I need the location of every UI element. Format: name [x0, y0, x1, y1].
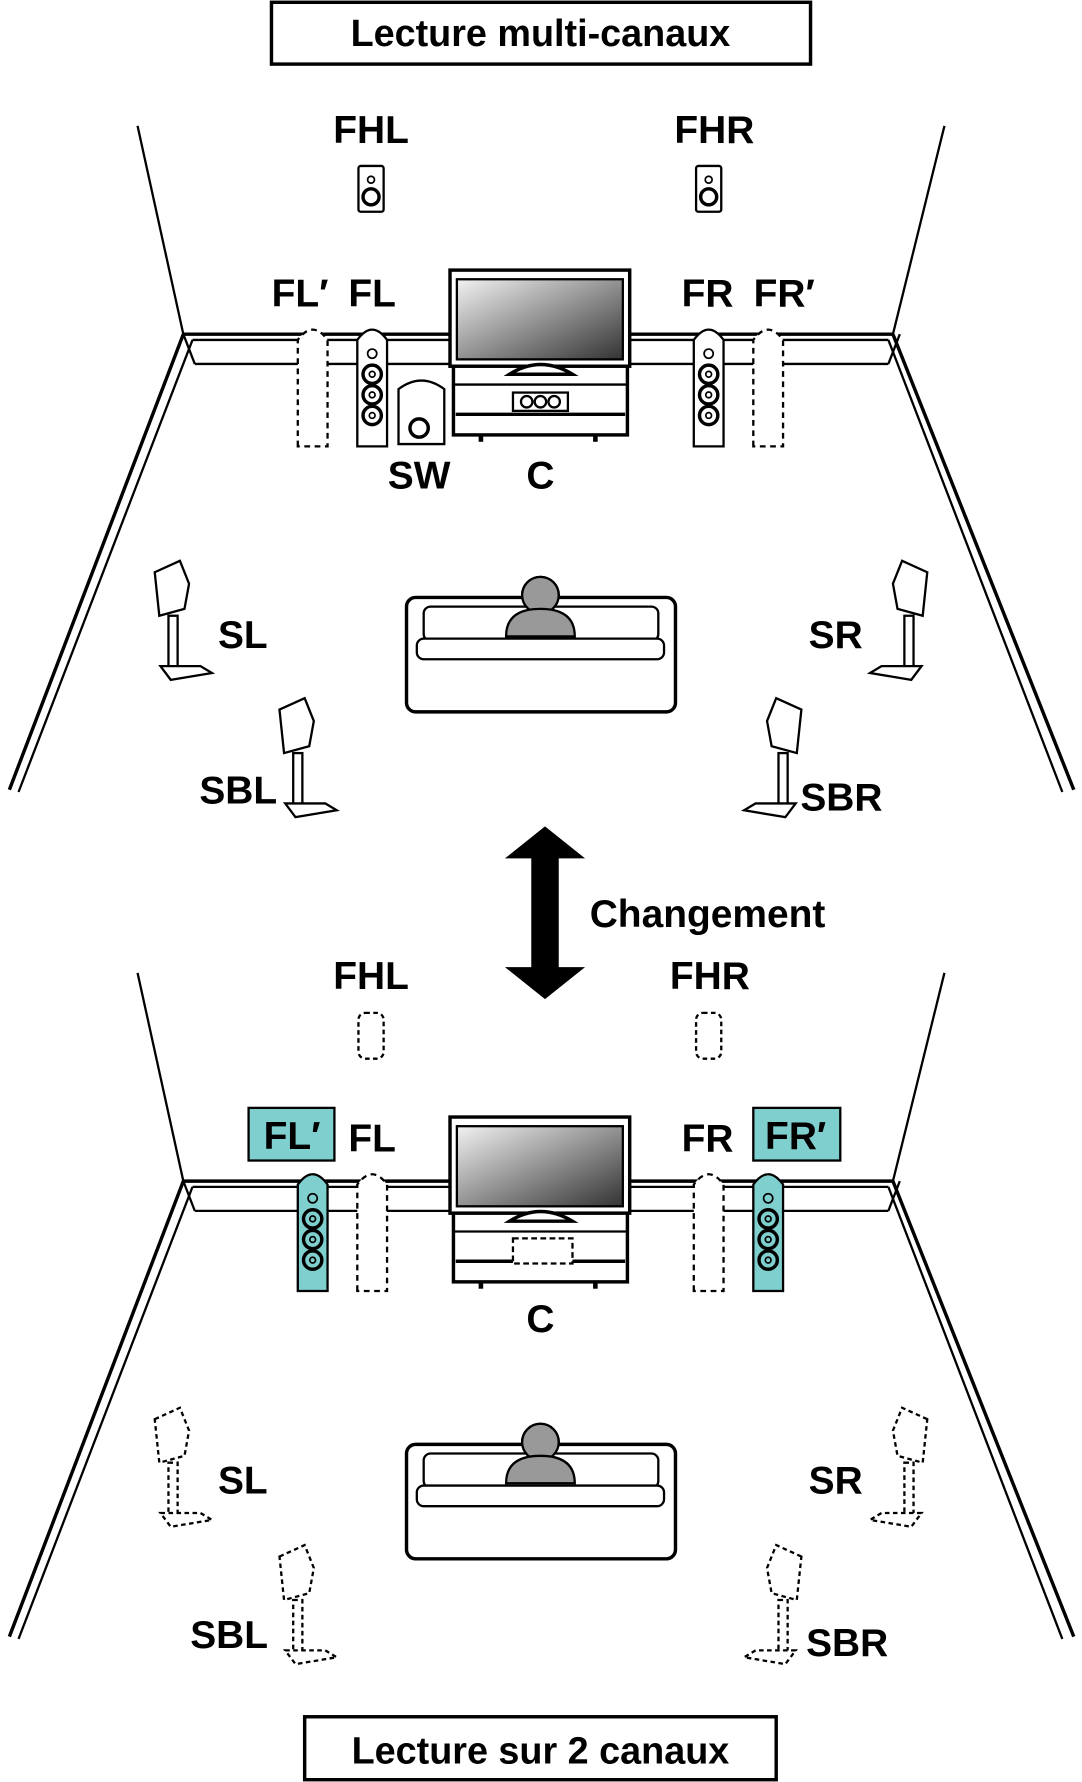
label-fhr: FHR — [670, 955, 750, 998]
speaker-fhr — [694, 1011, 723, 1060]
speaker-sbr — [740, 696, 803, 819]
label-sw: SW — [388, 455, 451, 498]
speaker-fr — [692, 328, 725, 448]
label-sr: SR — [809, 614, 863, 657]
label-fl: FL — [348, 1117, 396, 1160]
label-sl: SL — [218, 614, 268, 657]
speaker-fhl — [357, 1011, 385, 1060]
title-2channel: Lecture sur 2 canaux — [352, 1731, 730, 1773]
speaker-fl — [356, 328, 389, 448]
label-fl-prime: FL′ — [272, 273, 329, 316]
label-fr-prime-highlight-box — [752, 1106, 842, 1162]
center-speaker — [511, 1237, 574, 1265]
label-fr: FR — [682, 273, 734, 316]
switch-label: Changement — [590, 893, 826, 936]
speaker-fl-prime — [296, 1173, 329, 1293]
label-sbl: SBL — [199, 769, 277, 812]
label-sbr: SBR — [800, 776, 882, 819]
label-fr-prime: FR′ — [754, 273, 815, 316]
label-fl-prime: FL′ — [264, 1115, 321, 1158]
label-fhl: FHL — [333, 955, 409, 998]
center-speaker — [511, 391, 570, 413]
speaker-sl — [153, 1406, 216, 1529]
title-box-multichannel — [269, 0, 813, 66]
speaker-fr-prime — [752, 1173, 785, 1293]
tv-with-stand — [448, 268, 632, 442]
speaker-sbl — [278, 696, 340, 819]
speaker-sbl — [278, 1543, 340, 1666]
double-arrow-icon — [504, 826, 586, 1000]
label-c: C — [526, 1298, 554, 1341]
label-fhr: FHR — [674, 109, 754, 152]
title-multichannel: Lecture multi-canaux — [351, 13, 731, 55]
speaker-sl — [153, 559, 216, 682]
speaker-fl-prime — [296, 328, 329, 448]
tv-with-stand — [448, 1115, 632, 1289]
speaker-sw — [397, 379, 446, 446]
label-fr: FR — [682, 1117, 734, 1160]
speaker-sr — [866, 1406, 929, 1529]
label-fhl: FHL — [333, 109, 409, 152]
title-box-2channel — [302, 1715, 778, 1782]
speaker-sr — [866, 559, 929, 682]
speaker-fr-prime — [752, 328, 785, 448]
label-fl: FL — [348, 273, 396, 316]
label-sl: SL — [218, 1460, 268, 1503]
speaker-fr — [692, 1173, 725, 1293]
label-sbl: SBL — [190, 1614, 268, 1657]
speaker-fhl — [357, 164, 385, 213]
speaker-fl — [356, 1173, 389, 1293]
label-c: C — [526, 455, 554, 498]
label-sbr: SBR — [806, 1622, 888, 1665]
sofa-with-listener — [404, 1422, 678, 1561]
top-room-multichannel: FHL FHR FL′ FL FR FR′ SW C SL SR SBL SBR — [7, 109, 1076, 819]
bottom-room-2channel: FHL FHR FL′ FL FR FR′ C SL SR SBL SBR — [7, 955, 1076, 1666]
sofa-with-listener — [404, 575, 678, 714]
label-fl-prime-highlight-box — [247, 1106, 336, 1162]
label-fr-prime: FR′ — [765, 1115, 826, 1158]
speaker-fhr — [694, 164, 723, 213]
label-sr: SR — [809, 1460, 863, 1503]
speaker-sbr — [740, 1543, 803, 1666]
